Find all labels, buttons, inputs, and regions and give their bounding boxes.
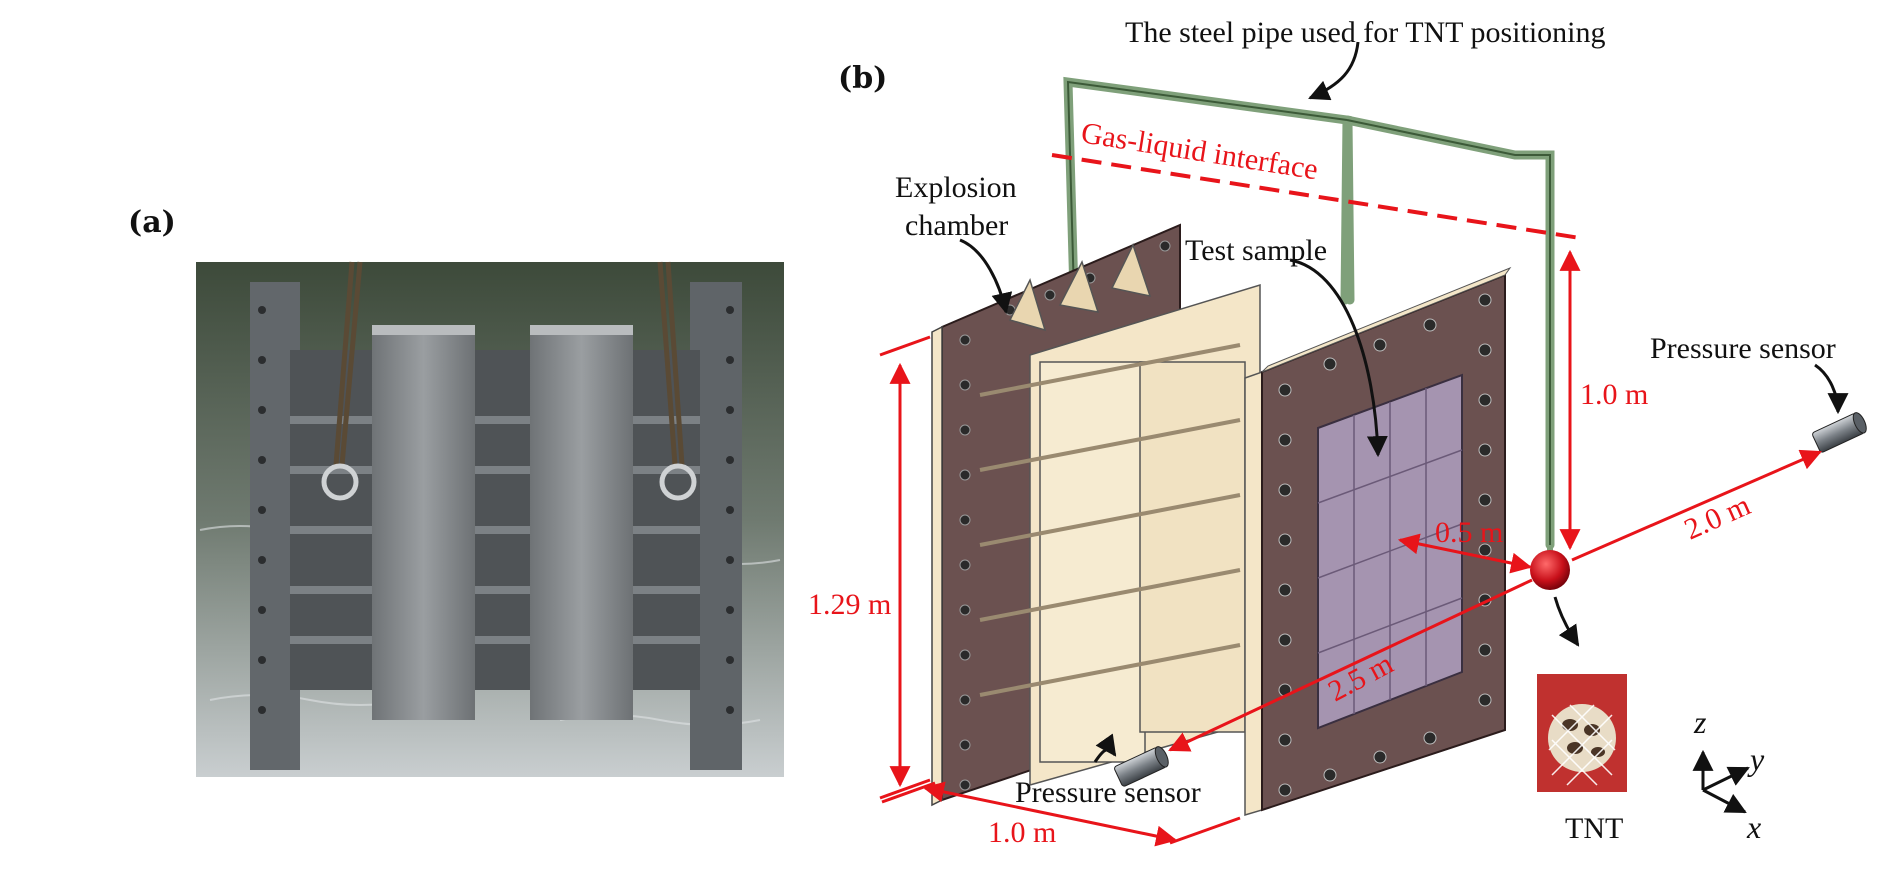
- dim-depth-label: 1.0 m: [988, 816, 1056, 849]
- pressure-sensor-bottom-label: Pressure sensor: [1015, 776, 1201, 809]
- axes-indicator: [1692, 749, 1750, 814]
- explosion-chamber-label-2: chamber: [905, 209, 1008, 242]
- pressure-sensor-right-icon: [1812, 412, 1867, 453]
- panel-a-label: (a): [128, 205, 176, 240]
- pressure-sensor-bottom-icon: [1114, 746, 1169, 787]
- dim-vertical-label: 1.0 m: [1580, 378, 1648, 411]
- dimension-arrows: [879, 249, 1822, 847]
- tnt-photo: [1537, 674, 1627, 792]
- chamber-body: [979, 243, 1261, 786]
- test-sample-label: Test sample: [1185, 234, 1327, 267]
- steel-pipe-label: The steel pipe used for TNT positioning: [1125, 16, 1605, 49]
- tnt-label: TNT: [1565, 812, 1623, 845]
- dim-sample-label: 0.5 m: [1435, 516, 1503, 549]
- leader-arrows: [959, 41, 1849, 763]
- pressure-sensor-top-label: Pressure sensor: [1650, 332, 1836, 365]
- axis-x-label: x: [1746, 809, 1761, 845]
- dim-height-label: 1.29 m: [808, 588, 891, 621]
- gas-liquid-label: Gas-liquid interface: [1079, 116, 1320, 186]
- tnt-charge: [1530, 550, 1570, 590]
- axis-z-label: z: [1693, 704, 1707, 740]
- panel-b-label: (b): [838, 61, 887, 96]
- photo-chamber: [196, 261, 784, 777]
- axis-y-label: y: [1747, 741, 1765, 777]
- explosion-chamber-label-1: Explosion: [895, 171, 1017, 204]
